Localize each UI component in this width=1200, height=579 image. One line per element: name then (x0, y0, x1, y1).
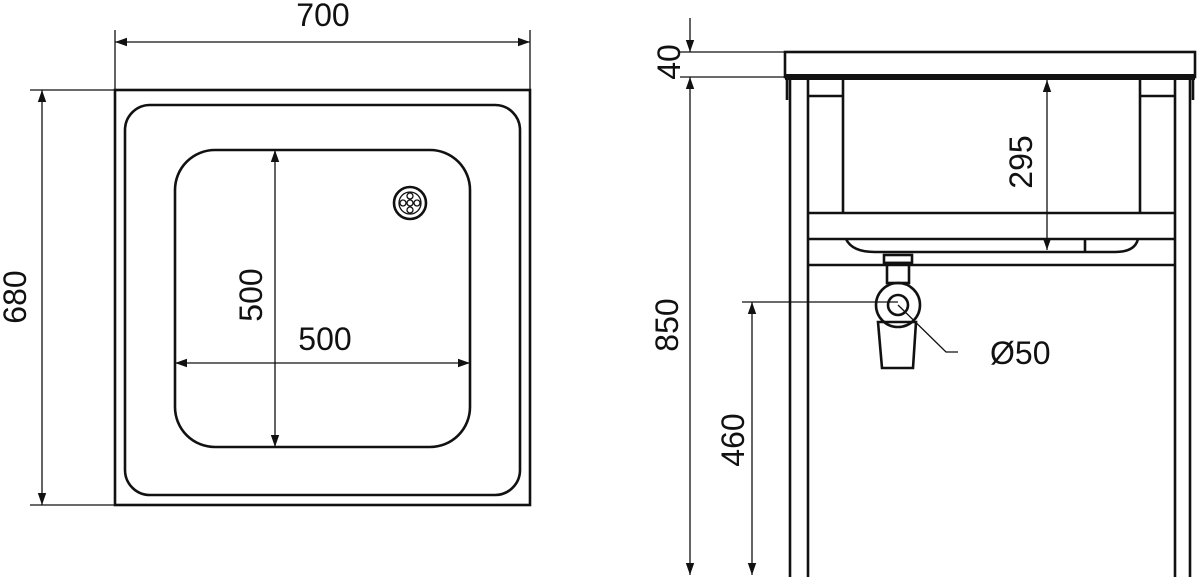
dimension-700: 700 (114, 0, 531, 90)
dimension-850: 850 (649, 77, 695, 575)
basin-outline (173, 148, 472, 449)
dimension-label: 460 (715, 413, 751, 466)
dimension-basin-depth: 500 (233, 150, 280, 447)
dimension-label: Ø50 (990, 335, 1050, 371)
dimension-diameter: Ø50 (897, 304, 1050, 371)
trap-icon (874, 253, 922, 370)
worktop (783, 50, 1197, 79)
dimension-label: 700 (296, 0, 349, 33)
sink-outline (113, 88, 532, 507)
side-view: 40 850 295 460 Ø50 (649, 18, 1197, 577)
dimension-680: 680 (0, 89, 115, 506)
dimension-label: 500 (298, 321, 351, 357)
basin-bottom (844, 238, 1140, 254)
dimension-label: 680 (0, 270, 33, 323)
dimension-40: 40 (651, 18, 785, 80)
sink-rim (123, 103, 522, 497)
dimension-label: 500 (233, 268, 269, 321)
drain-icon (392, 185, 428, 221)
top-view: 700 680 500 500 (0, 0, 532, 507)
dimension-label: 40 (651, 44, 687, 80)
dimension-295: 295 (1003, 80, 1052, 250)
dimension-basin-width: 500 (175, 321, 470, 368)
dimension-label: 295 (1003, 135, 1039, 188)
dimension-label: 850 (649, 298, 685, 351)
dimension-460: 460 (715, 301, 898, 575)
